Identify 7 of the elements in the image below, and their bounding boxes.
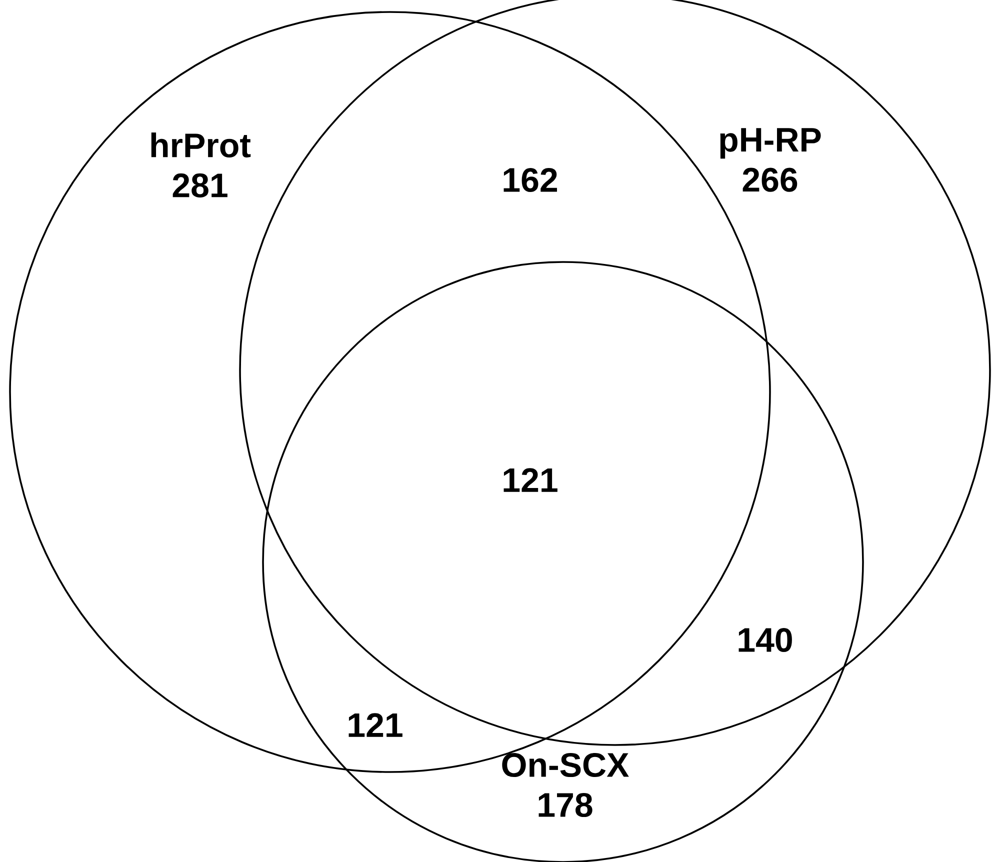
region-count: 140 (738, 628, 792, 652)
set-label: hrProt 281 (151, 132, 251, 198)
region-count: 121 (504, 468, 558, 492)
region-count: 162 (504, 168, 557, 192)
region-count: 121 (348, 713, 402, 737)
set-label: pH-RP 266 (720, 128, 821, 192)
set-label: On-SCX 178 (502, 752, 629, 818)
